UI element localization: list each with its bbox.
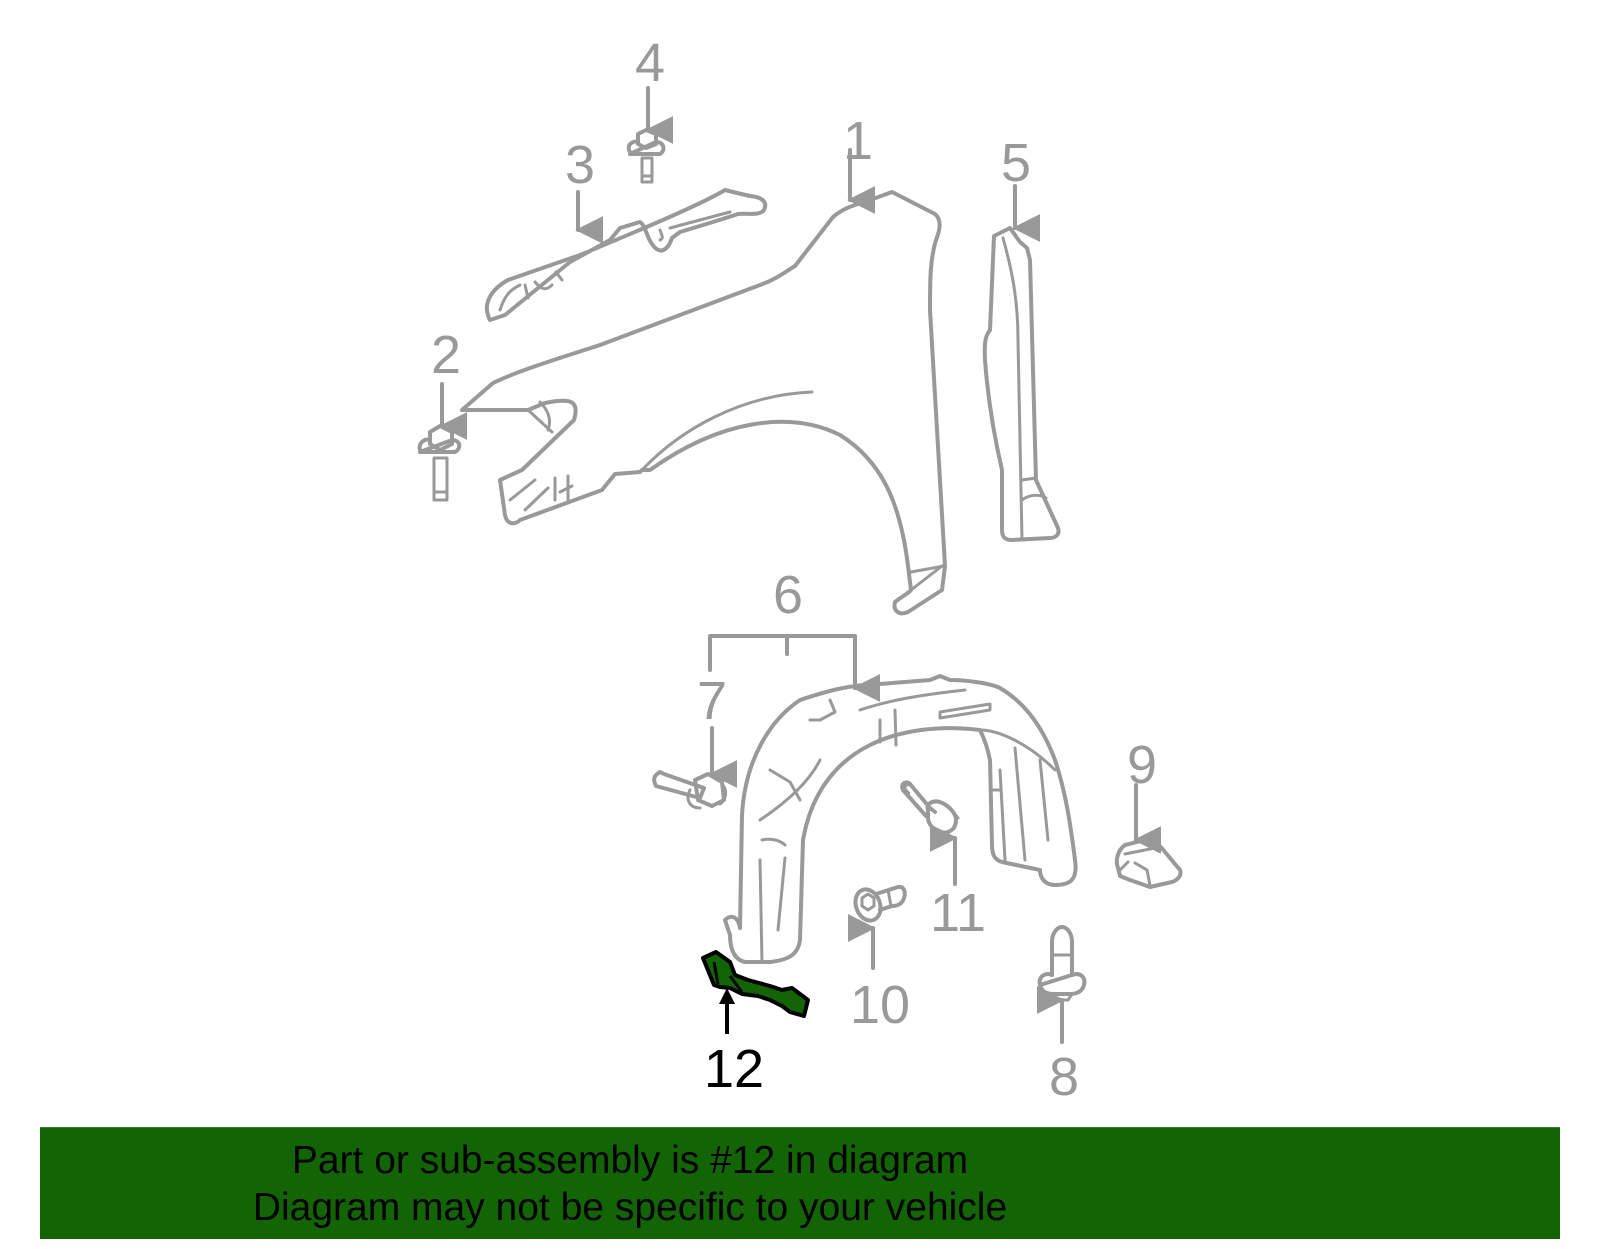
callout-label-7: 7 <box>696 671 728 731</box>
callout-label-1: 1 <box>842 111 874 171</box>
banner-disclaimer: Diagram may not be specific to your vehi… <box>252 1186 1008 1229</box>
part-12-highlighted-bracket[interactable] <box>701 950 810 1018</box>
part-4-bolt[interactable] <box>626 128 666 184</box>
info-banner: Part or sub-assembly is #12 in diagram D… <box>40 1127 1560 1239</box>
callout-label-10: 10 <box>849 975 911 1035</box>
part-8-clip[interactable] <box>1037 925 1087 1002</box>
callout-label-12: 12 <box>703 1039 765 1099</box>
callout-label-6: 6 <box>772 565 804 625</box>
callout-label-3: 3 <box>564 135 596 195</box>
callout-label-11: 11 <box>929 883 987 943</box>
callout-bracket-6 <box>708 634 857 690</box>
part-7-bolt[interactable] <box>652 770 728 810</box>
callout-label-5: 5 <box>1000 133 1032 193</box>
callout-arrow-12 <box>719 988 735 1034</box>
banner-part-notice: Part or sub-assembly is #12 in diagram <box>291 1139 969 1182</box>
part-5-seal[interactable] <box>982 226 1061 542</box>
part-3-bracket[interactable] <box>484 188 768 322</box>
part-10-screw[interactable] <box>851 884 907 924</box>
part-11-clip[interactable] <box>900 780 960 835</box>
part-6-liner[interactable] <box>723 674 1078 964</box>
part-9-retainer[interactable] <box>1114 838 1183 889</box>
callout-label-2: 2 <box>430 325 462 385</box>
callout-label-4: 4 <box>634 33 666 93</box>
callout-label-8: 8 <box>1048 1047 1080 1107</box>
part-1-fender[interactable] <box>460 190 947 616</box>
part-2-bolt[interactable] <box>417 424 462 502</box>
callout-label-9: 9 <box>1126 735 1158 795</box>
